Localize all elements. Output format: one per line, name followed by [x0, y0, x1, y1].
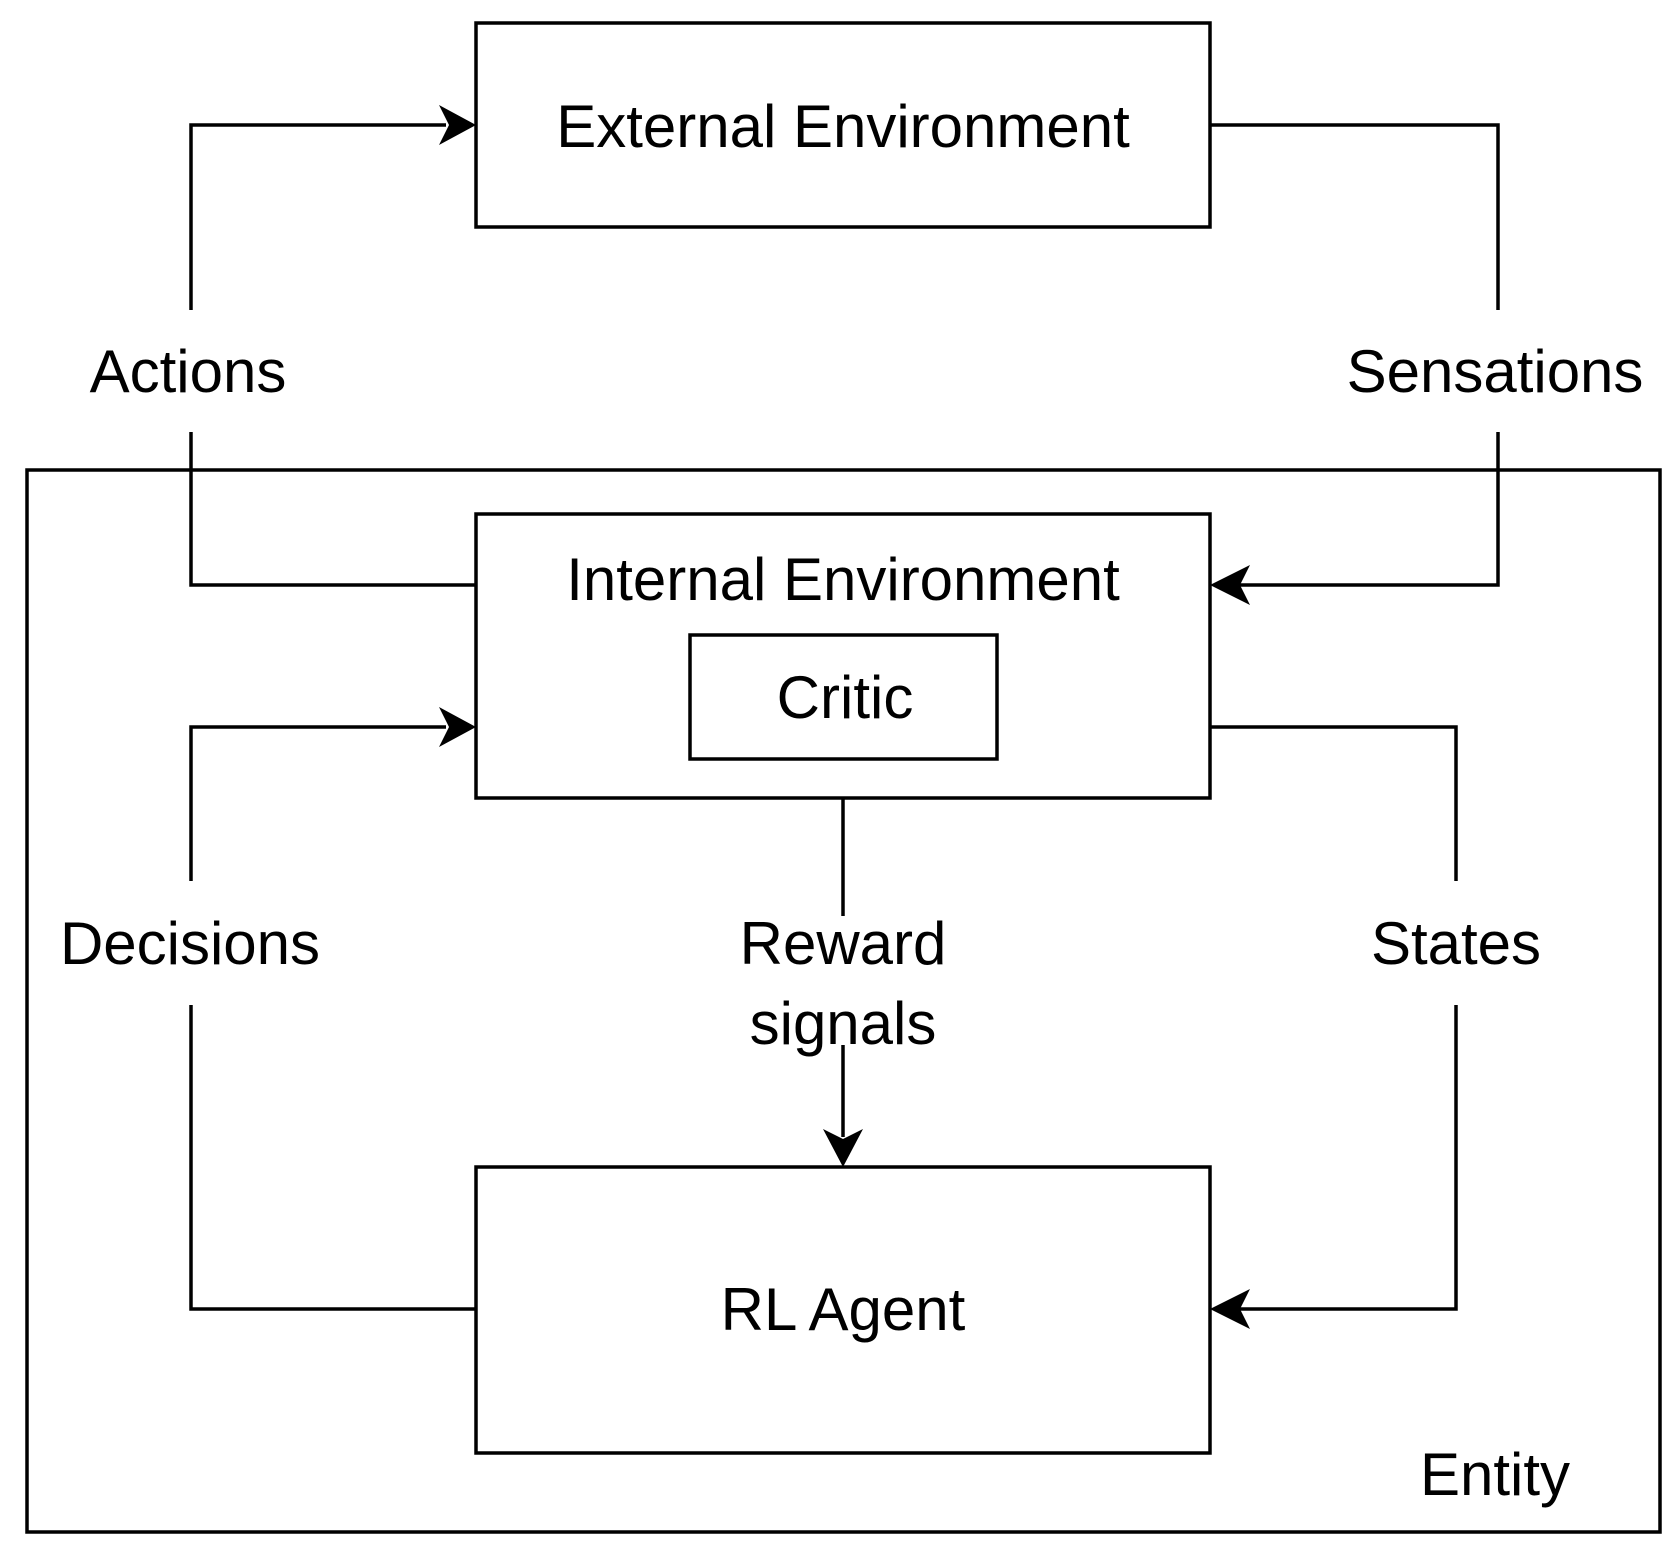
- sensations-line-lower: [1240, 432, 1500, 587]
- sensations-arrowhead: [1210, 565, 1250, 605]
- sensations-label: Sensations: [1347, 338, 1644, 405]
- external-environment-label: External Environment: [556, 93, 1130, 160]
- entity-boundary: [25, 468, 1662, 1534]
- reward-arrowhead: [823, 1129, 863, 1167]
- actions-line-lower: [189, 432, 476, 587]
- reward-label-line2: signals: [750, 990, 937, 1057]
- reward-label-line1: Reward: [740, 910, 947, 977]
- actions-line-upper: [189, 123, 446, 310]
- states-line-lower: [1240, 1005, 1458, 1311]
- actions-arrowhead: [439, 105, 476, 145]
- rl-agent-label: RL Agent: [721, 1276, 966, 1343]
- decisions-line-lower: [189, 1005, 476, 1311]
- sensations-line-upper: [1210, 123, 1500, 310]
- external-environment-box: [474, 21, 1212, 229]
- critic-label: Critic: [777, 664, 914, 731]
- decisions-line-upper: [189, 725, 446, 881]
- entity-label: Entity: [1420, 1441, 1570, 1508]
- states-label: States: [1371, 910, 1541, 977]
- decisions-arrowhead: [439, 707, 476, 747]
- states-arrowhead: [1210, 1289, 1250, 1329]
- actions-label: Actions: [90, 338, 287, 405]
- states-line-upper: [1210, 725, 1458, 881]
- decisions-label: Decisions: [60, 910, 320, 977]
- critic-box: [688, 633, 999, 761]
- internal-environment-label: Internal Environment: [566, 546, 1120, 613]
